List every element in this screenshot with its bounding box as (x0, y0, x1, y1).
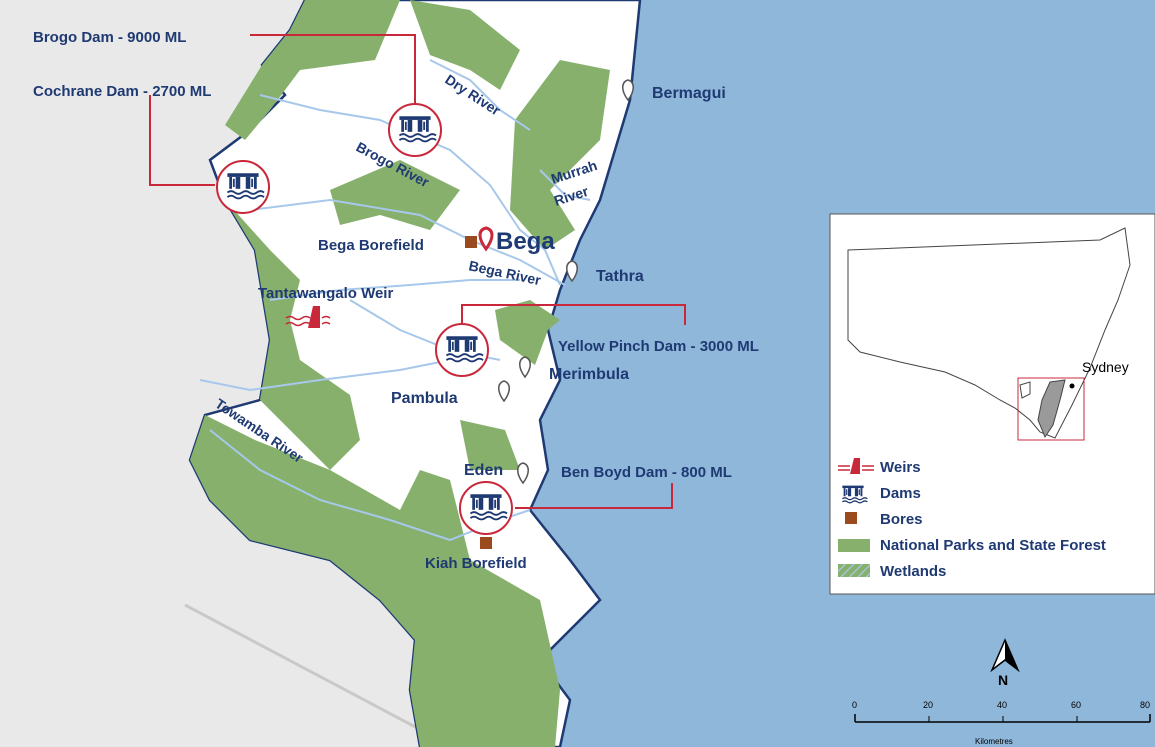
town-label-eden: Eden (464, 462, 503, 479)
road (184, 603, 441, 742)
scale-tick-80: 80 (1140, 700, 1150, 710)
scale-tick-20: 20 (923, 700, 933, 710)
legend-label-bores: Bores (880, 511, 923, 528)
dam-label-brogo: Brogo Dam - 9000 ML (33, 29, 186, 46)
north-arrow-icon: N (990, 638, 1020, 688)
dam-marker-cochrane (216, 160, 270, 214)
scale-bar: 0 20 40 60 80 Kilometres (852, 700, 1151, 746)
pin-icon-bega (478, 226, 494, 252)
scale-tick-0: 0 (852, 700, 857, 710)
bore-label-kiah: Kiah Borefield (425, 555, 527, 572)
dam-marker-yellow-pinch (435, 323, 489, 377)
dam-label-cochrane: Cochrane Dam - 2700 ML (33, 83, 211, 100)
pin-icon-merimbula (519, 356, 531, 379)
town-label-bermagui: Bermagui (652, 85, 726, 102)
legend-label-wetlands: Wetlands (880, 563, 946, 580)
inset-region-shape (1037, 379, 1066, 439)
national-parks-layer (190, 0, 610, 747)
callout-lines (149, 34, 686, 509)
legend-bore-icon (845, 512, 857, 524)
dam-label-yellow-pinch: Yellow Pinch Dam - 3000 ML (558, 338, 759, 355)
scale-unit: Kilometres (975, 737, 1013, 746)
inset-sydney-label: Sydney (1082, 359, 1129, 375)
scale-tick-60: 60 (1071, 700, 1081, 710)
bore-icon-bega (465, 236, 477, 248)
inset-act-outline (1019, 381, 1031, 399)
town-label-pambula: Pambula (391, 390, 458, 407)
legend-label-weirs: Weirs (880, 459, 921, 476)
town-label-merimbula: Merimbula (549, 366, 629, 383)
legend-label-dams: Dams (880, 485, 921, 502)
pin-icon-tathra (566, 260, 578, 283)
weir-icon (285, 306, 331, 328)
town-label-tathra: Tathra (596, 268, 644, 285)
inset-highlight-box (1017, 377, 1085, 441)
north-arrow-label: N (998, 672, 1008, 688)
pin-icon-eden (517, 462, 529, 485)
legend-park-swatch (838, 539, 870, 552)
dam-marker-brogo (388, 103, 442, 157)
pin-icon-pambula (498, 380, 510, 403)
legend-wetland-swatch (838, 564, 870, 577)
town-label-bega: Bega (496, 228, 555, 255)
legend-label-parks: National Parks and State Forest (880, 537, 1106, 554)
bore-icon-kiah (480, 537, 492, 549)
legend-weir-icon (838, 458, 874, 474)
scale-tick-40: 40 (997, 700, 1007, 710)
bore-label-bega: Bega Borefield (318, 237, 424, 254)
inset-sydney-dot (1069, 383, 1075, 389)
pin-icon-bermagui (622, 79, 634, 102)
weir-label: Tantawangalo Weir (258, 285, 393, 302)
town-pins (498, 79, 634, 485)
inset-legend-box: Sydney Weirs Dams Bores National Parks a… (829, 213, 1155, 595)
dam-marker-ben-boyd (459, 481, 513, 535)
dam-label-ben-boyd: Ben Boyd Dam - 800 ML (561, 464, 732, 481)
